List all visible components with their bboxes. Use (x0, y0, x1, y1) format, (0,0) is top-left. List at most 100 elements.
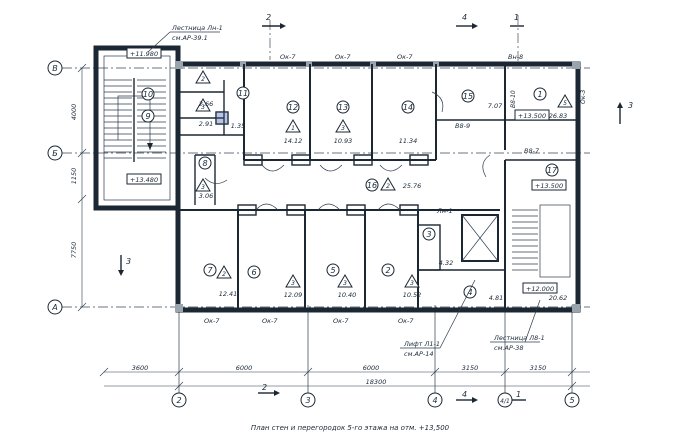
svg-text:2: 2 (386, 183, 390, 190)
room-label-10: 10 (141, 87, 155, 101)
svg-text:7: 7 (207, 266, 213, 275)
svg-text:1: 1 (514, 13, 519, 22)
axis-col-3: 3 (300, 392, 316, 408)
svg-text:1: 1 (516, 390, 521, 399)
svg-text:7750: 7750 (70, 242, 78, 259)
svg-text:10.52: 10.52 (403, 291, 422, 299)
flag-10: 3 (337, 274, 353, 288)
axis-row-B: Б (47, 145, 63, 161)
svg-text:Лестница Л8-1: Лестница Л8-1 (493, 334, 545, 342)
svg-text:1.35: 1.35 (231, 122, 245, 130)
svg-text:Лифт Л1-1: Лифт Л1-1 (403, 340, 440, 348)
svg-text:3: 3 (628, 101, 633, 110)
svg-text:5: 5 (569, 396, 574, 405)
svg-text:Ок-7: Ок-7 (333, 317, 349, 325)
svg-text:4: 4 (462, 13, 467, 22)
svg-text:20.62: 20.62 (549, 294, 568, 302)
room-label-17: 17 (545, 163, 559, 177)
svg-text:4/1: 4/1 (500, 398, 510, 405)
svg-text:12: 12 (288, 103, 298, 112)
svg-text:2.66: 2.66 (199, 100, 213, 108)
callout-stair-right: Лестница Л8-1 см.АР-38 (490, 299, 545, 352)
section-3-left: 3 (118, 255, 131, 276)
room-label-7: 7 (203, 263, 217, 277)
svg-text:6000: 6000 (236, 364, 253, 372)
svg-text:3: 3 (305, 396, 310, 405)
section-3-right: 3 (617, 101, 633, 124)
section-4-bottom: 4 (456, 390, 478, 403)
svg-text:2: 2 (222, 271, 226, 278)
svg-text:3: 3 (426, 230, 431, 239)
svg-text:2.91: 2.91 (199, 120, 213, 128)
svg-text:4: 4 (467, 288, 472, 297)
svg-text:Вн-8: Вн-8 (508, 53, 523, 61)
svg-text:2: 2 (385, 266, 390, 275)
svg-text:Лн-1: Лн-1 (436, 207, 453, 215)
svg-text:26.83: 26.83 (549, 112, 568, 120)
flag-4: 1 (285, 119, 301, 133)
axis-row-V: В (47, 60, 63, 76)
svg-text:3: 3 (201, 184, 205, 191)
grid-lines (62, 15, 590, 393)
svg-text:+13.500: +13.500 (535, 182, 563, 190)
section-4-top: 4 (456, 13, 478, 29)
svg-text:9: 9 (145, 112, 150, 121)
callouts: Лестница Лн-1 см.АР-39.1 Лифт Л1-1 см.АР… (147, 24, 545, 358)
svg-text:+11.980: +11.980 (130, 50, 158, 58)
svg-text:11.34: 11.34 (399, 137, 418, 145)
axis-col-5: 5 (564, 392, 580, 408)
room-label-2: 2 (381, 263, 395, 277)
level-2: +13.480 (126, 173, 162, 185)
flag-9: 3 (285, 274, 301, 288)
svg-text:6: 6 (251, 268, 256, 277)
svg-text:12.41: 12.41 (219, 290, 238, 298)
dimensions: 4000 1150 7750 3600 6000 6000 3150 3150 … (70, 63, 590, 391)
room-label-9: 9 (141, 109, 155, 123)
svg-text:+13.500: +13.500 (518, 112, 546, 120)
room-label-16: 16 (365, 178, 379, 192)
svg-text:3: 3 (410, 280, 414, 287)
svg-text:15: 15 (463, 92, 473, 101)
section-1-bottom: 1 (512, 390, 526, 401)
window-labels: Ок-7 Ок-7 Ок-7 Вн-8 Ок-7 Ок-7 Ок-7 Ок-7 … (204, 53, 587, 325)
svg-text:18300: 18300 (366, 378, 387, 386)
svg-text:Ок-3: Ок-3 (580, 89, 587, 104)
flag-6: 5 (557, 94, 573, 108)
svg-text:+12.000: +12.000 (526, 285, 554, 293)
svg-text:8: 8 (202, 159, 207, 168)
svg-text:11: 11 (238, 89, 248, 98)
section-2-bottom: 2 (258, 383, 280, 396)
svg-text:2: 2 (176, 396, 181, 405)
svg-text:5: 5 (330, 266, 335, 275)
section-2-top: 2 (262, 13, 286, 29)
svg-text:3150: 3150 (462, 364, 479, 372)
svg-text:10: 10 (143, 90, 153, 99)
svg-text:Ок-7: Ок-7 (280, 53, 296, 61)
svg-text:14: 14 (403, 103, 413, 112)
svg-text:3600: 3600 (132, 364, 149, 372)
svg-text:4000: 4000 (70, 104, 78, 121)
svg-text:3: 3 (291, 280, 295, 287)
level-5: +12.000 (522, 282, 558, 294)
drawing-caption: План стен и перегородок 5-го этажа на от… (251, 424, 450, 432)
svg-text:Ок-7: Ок-7 (397, 53, 413, 61)
room-areas: 2.66 2.91 1.35 3.06 14.12 10.93 11.34 7.… (199, 100, 568, 302)
room-label-11: 11 (236, 86, 250, 100)
svg-text:1: 1 (291, 125, 295, 132)
svg-text:В: В (52, 64, 58, 73)
flag-8: 2 (216, 265, 232, 279)
axis-col-4: 4 (427, 392, 443, 408)
svg-text:13: 13 (338, 103, 348, 112)
svg-text:3.06: 3.06 (199, 192, 213, 200)
svg-text:6000: 6000 (363, 364, 380, 372)
callout-stair-left: Лестница Лн-1 см.АР-39.1 (147, 24, 223, 53)
svg-text:3: 3 (126, 257, 131, 266)
svg-text:7.07: 7.07 (488, 102, 503, 110)
svg-text:Ок-7: Ок-7 (262, 317, 278, 325)
svg-text:16: 16 (367, 181, 377, 190)
level-3: +13.500 (514, 109, 550, 121)
svg-text:Ок-7: Ок-7 (204, 317, 220, 325)
level-1: +11.980 (126, 47, 162, 59)
flag-2: 3 (195, 98, 211, 112)
